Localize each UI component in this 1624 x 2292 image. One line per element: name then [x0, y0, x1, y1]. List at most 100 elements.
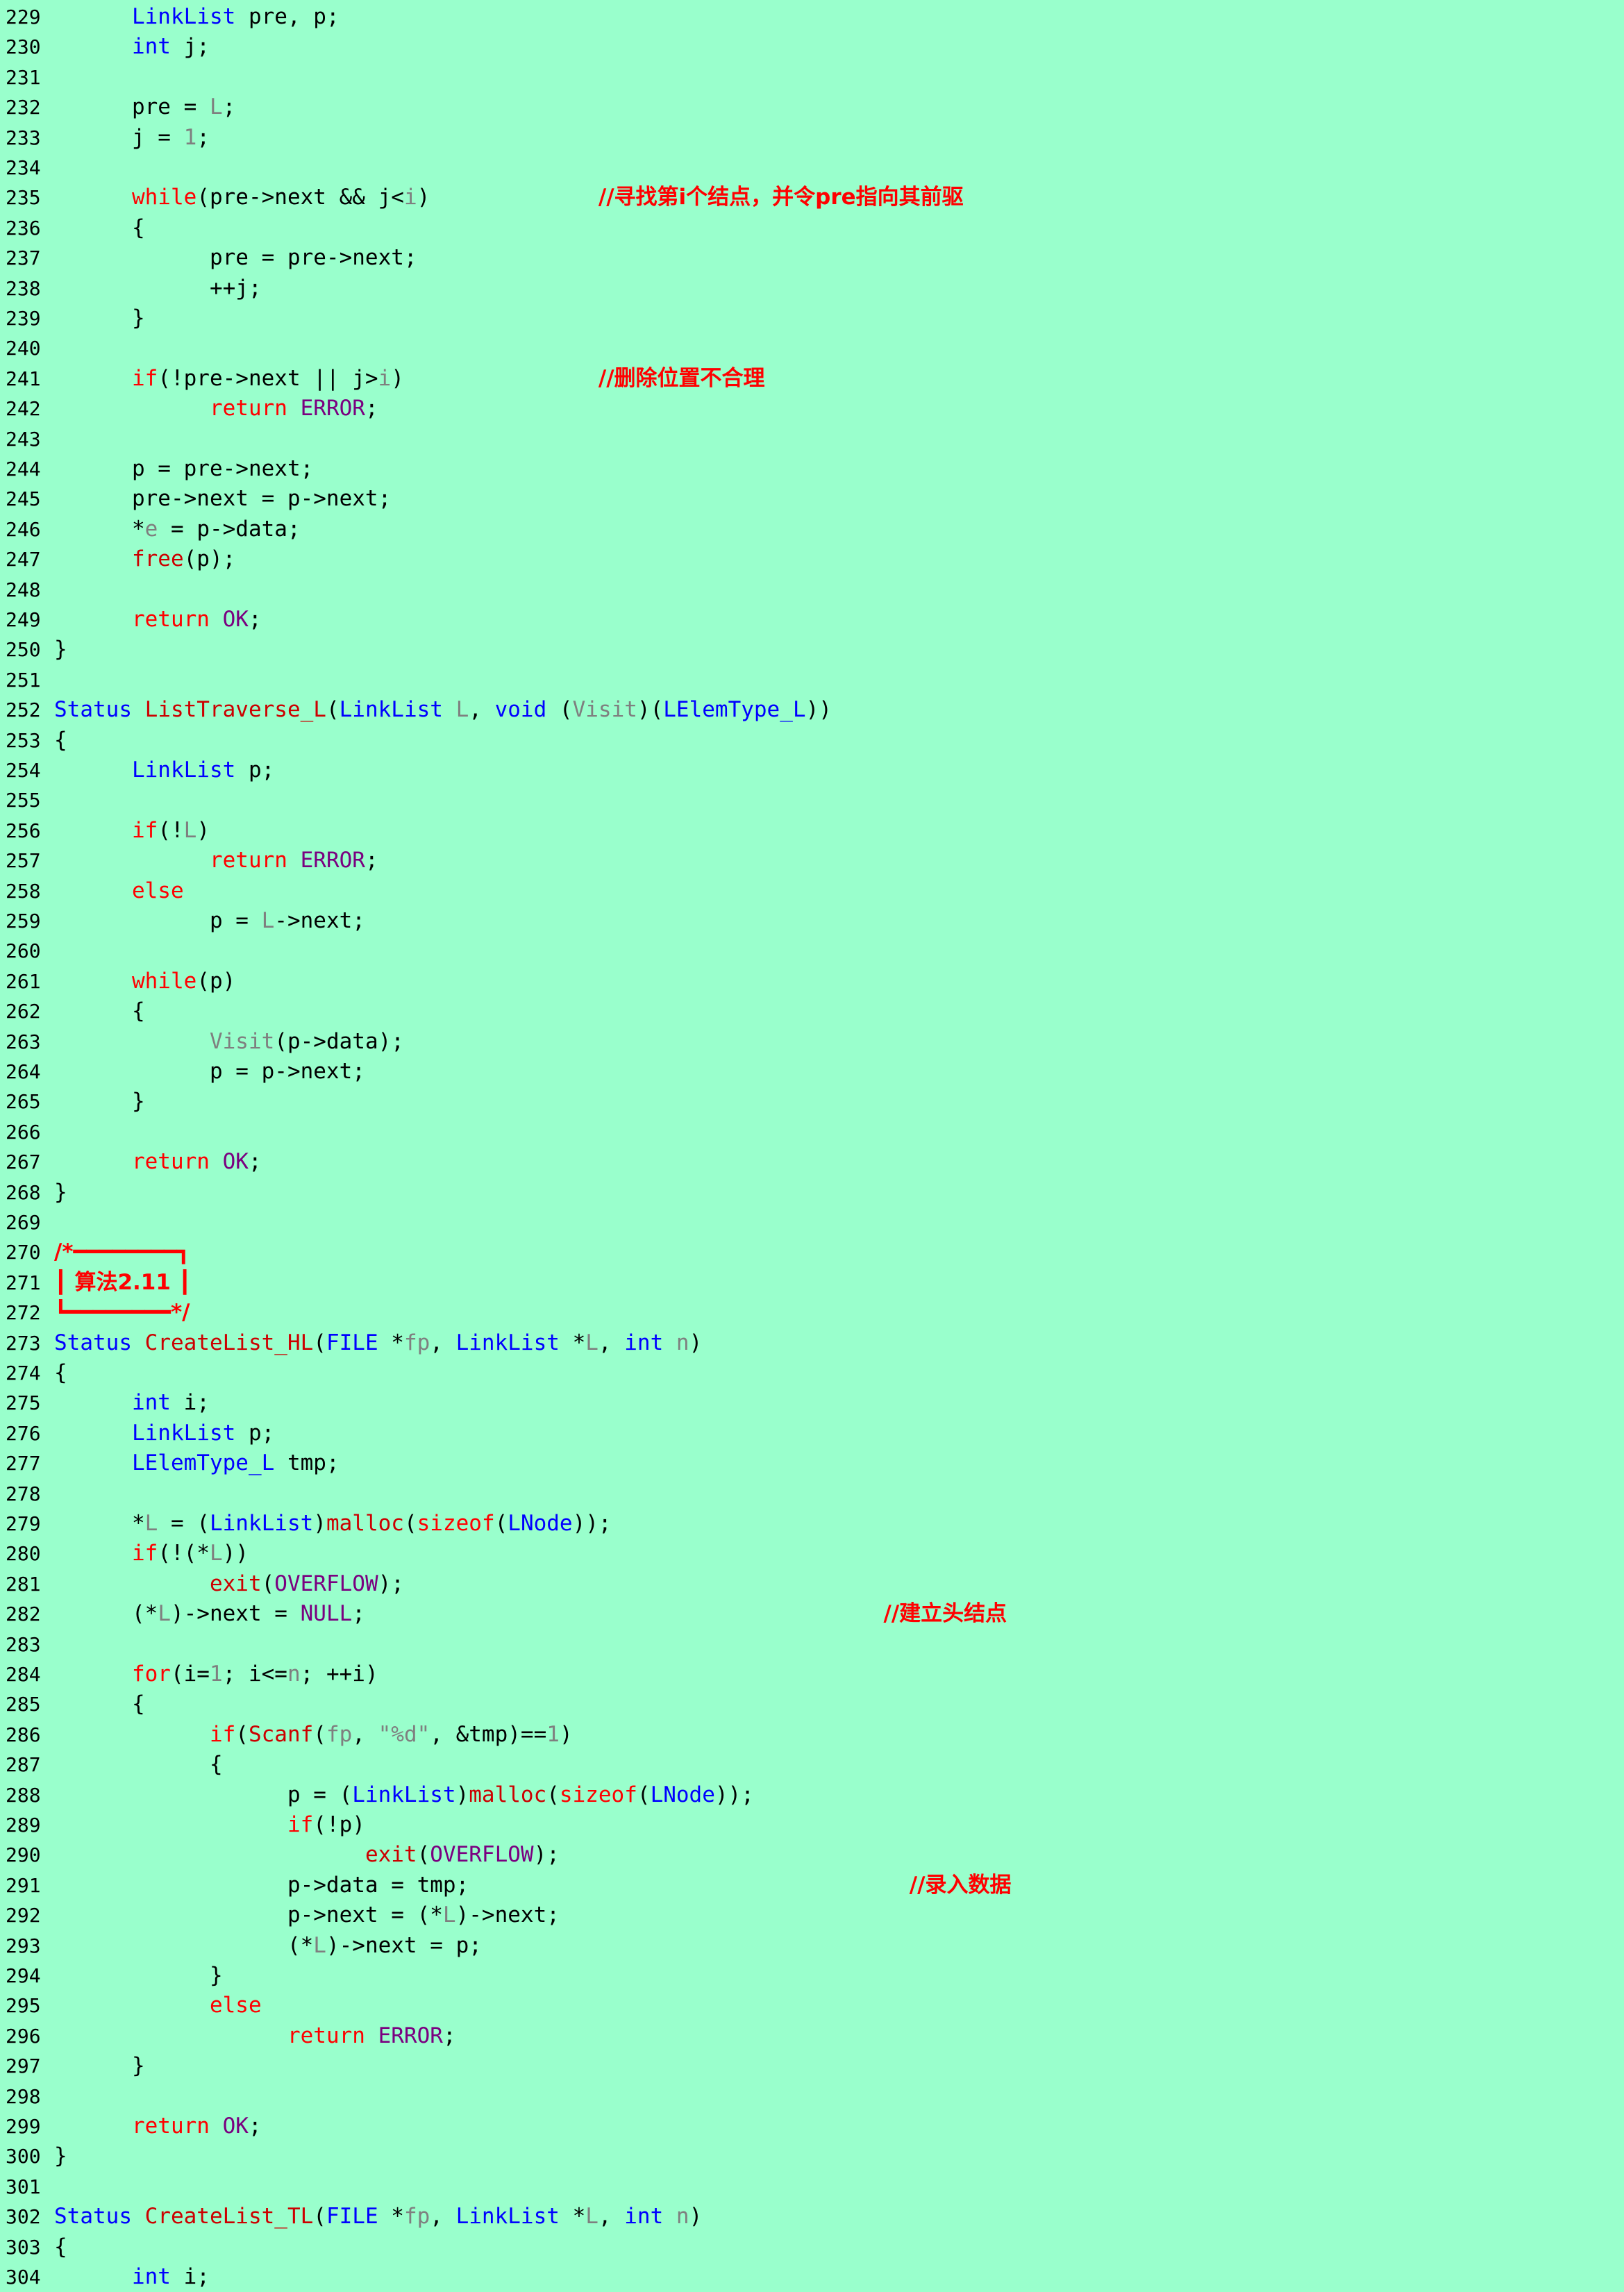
code-token: LinkList [131, 1420, 236, 1446]
code-token: { [54, 727, 67, 753]
line-number: 285 [6, 1693, 41, 1716]
line-number: 243 [6, 427, 41, 451]
code-token: CreateList_HL [144, 1330, 314, 1355]
line-number: 271 [6, 1271, 41, 1294]
code-text: p = pre->next; [54, 454, 313, 484]
line-number: 304 [6, 2266, 41, 2289]
line-number: 269 [6, 1211, 41, 1234]
code-token: return [209, 848, 287, 873]
line-number: 274 [6, 1362, 41, 1385]
line-number: 266 [6, 1120, 41, 1144]
line-number: 244 [6, 458, 41, 480]
code-token: i; [170, 1390, 210, 1416]
code-text: Visit(p->data); [54, 1027, 404, 1057]
code-token: L [585, 1330, 598, 1355]
code-text: LElemType_L tmp; [54, 1448, 340, 1478]
code-token [54, 1571, 210, 1596]
code-token: 1 [546, 1721, 560, 1747]
code-text: exit(OVERFLOW); [54, 1840, 560, 1870]
code-token: Status [54, 2204, 132, 2230]
line-number: 264 [6, 1060, 41, 1083]
line-number: 292 [6, 1904, 41, 1927]
code-token: return [131, 1149, 210, 1175]
code-token: ERROR [300, 848, 365, 873]
code-token: ; [248, 2114, 262, 2139]
code-text: pre = L; [54, 92, 235, 122]
line-number: 245 [6, 487, 41, 511]
line-number: 233 [6, 126, 41, 149]
code-text: } [54, 2051, 145, 2081]
code-token: FILE [326, 1330, 378, 1355]
code-text: ++j; [54, 274, 262, 303]
code-text: while(pre->next && j<i) //寻找第i个结点，并令pre指… [54, 183, 964, 212]
line-number: 302 [6, 2205, 41, 2229]
code-token: ; [365, 396, 378, 421]
code-token: j = [54, 124, 184, 150]
code-token [54, 1029, 210, 1054]
code-token [54, 878, 132, 903]
line-number: 237 [6, 246, 41, 270]
code-token: if [209, 1721, 236, 1747]
code-token: ) [196, 817, 210, 843]
code-text: Status CreateList_HL(FILE *fp, LinkList … [54, 1328, 702, 1358]
code-token: p->next = (* [54, 1902, 443, 1928]
code-token: sizeof [417, 1511, 495, 1536]
code-token: LinkList [455, 1330, 560, 1355]
code-token: OVERFLOW [274, 1571, 378, 1596]
code-token: )); [572, 1511, 612, 1536]
code-text: for(i=1; i<=n; ++i) [54, 1659, 378, 1689]
code-token: LNode [650, 1782, 715, 1807]
code-token: , [598, 2204, 625, 2230]
code-token: ( [235, 1721, 249, 1747]
code-token [54, 1812, 287, 1837]
line-number: 273 [6, 1331, 41, 1355]
code-token: ) [417, 185, 598, 210]
line-number: 276 [6, 1421, 41, 1445]
code-token: (p) [196, 968, 236, 994]
code-token: e [144, 516, 158, 542]
code-token: } [54, 637, 67, 662]
code-token: (p->data); [274, 1028, 404, 1054]
code-text: { [54, 1689, 145, 1719]
code-token [54, 2023, 287, 2048]
code-token: ( [403, 1511, 417, 1536]
line-number: 278 [6, 1482, 41, 1505]
code-token: LinkList [339, 697, 443, 723]
code-token: ; [352, 1601, 884, 1627]
code-token: i [403, 185, 417, 210]
code-token [210, 607, 223, 632]
line-number: 291 [6, 1873, 41, 1897]
code-token [54, 4, 132, 29]
code-token: * [54, 1511, 145, 1536]
code-text: (*L)->next = NULL; //建立头结点 [54, 1599, 1007, 1629]
code-token [54, 1421, 132, 1446]
code-token [663, 2204, 676, 2229]
code-token: pre->next = p->next; [54, 486, 392, 512]
code-token: 1 [209, 1662, 223, 1687]
line-number: 247 [6, 548, 41, 571]
code-token [54, 366, 132, 391]
code-token: ++j; [54, 275, 262, 301]
code-token: pre = pre->next; [54, 245, 417, 271]
code-token: p = p->next; [54, 1059, 365, 1084]
code-token [54, 1722, 210, 1747]
code-comment: //建立头结点 [883, 1601, 1007, 1627]
code-token: )) [222, 1541, 249, 1566]
line-number: 240 [6, 337, 41, 360]
code-text: if(!L) [54, 816, 210, 846]
code-token: { [54, 215, 145, 240]
line-number: 259 [6, 910, 41, 932]
code-comment: /*━━━━━━━━┓ [54, 1239, 190, 1265]
code-token: exit [365, 1842, 417, 1868]
code-token: ERROR [300, 396, 365, 421]
code-token: (!pre->next || j> [158, 365, 378, 391]
code-text: Status CreateList_TL(FILE *fp, LinkList … [54, 2202, 702, 2232]
code-token: * [378, 2204, 404, 2230]
code-text: } [54, 635, 67, 664]
code-token: (i= [170, 1662, 210, 1687]
code-text: return OK; [54, 2111, 262, 2141]
line-number: 287 [6, 1753, 41, 1777]
code-token: fp [403, 1330, 430, 1355]
code-comment: ┃ 算法2.11 ┃ [54, 1269, 192, 1295]
